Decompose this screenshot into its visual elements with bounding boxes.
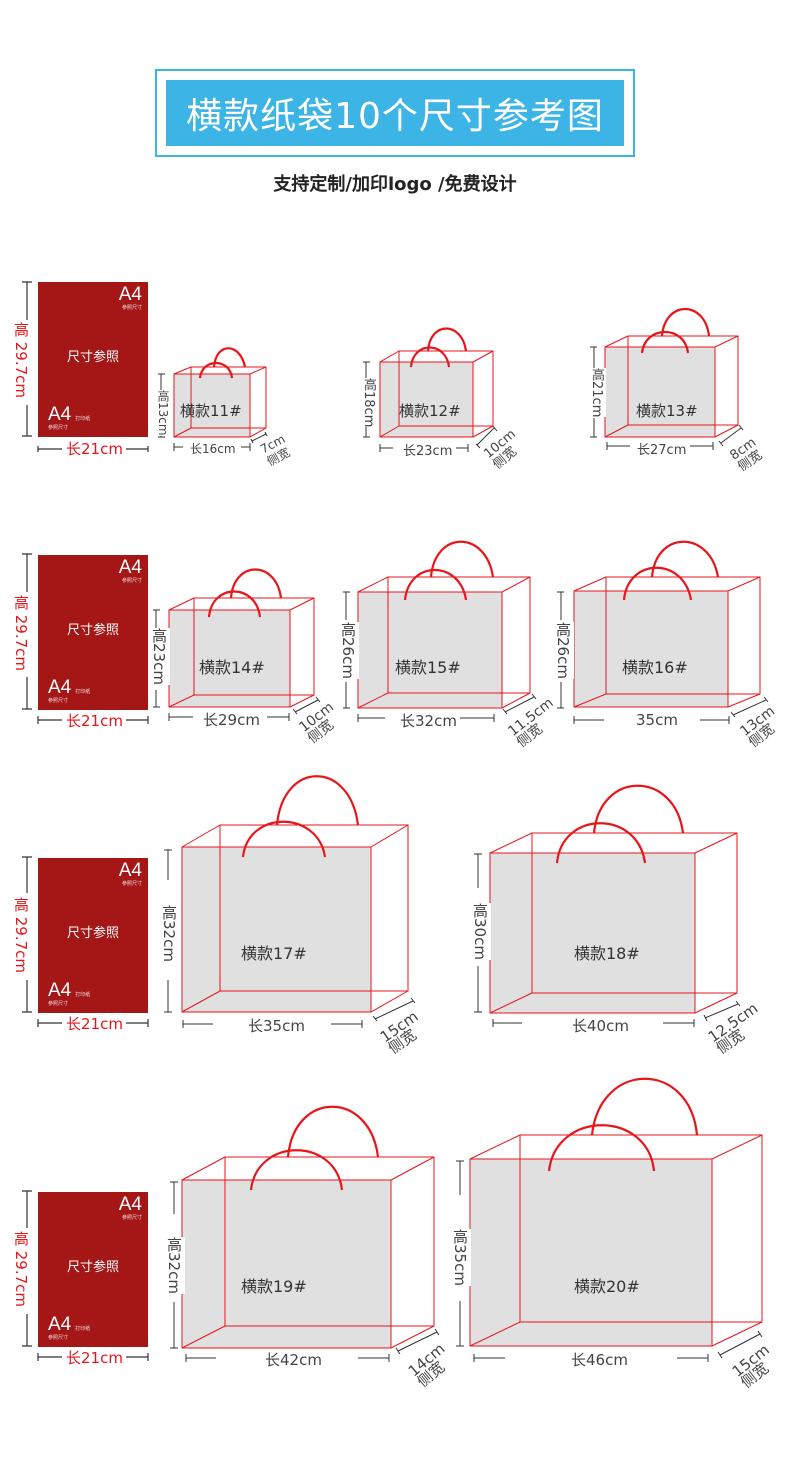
bag-15-height: 高26cm <box>338 622 359 679</box>
bag-17-length: 长35cm <box>248 1017 305 1035</box>
bag-17-name: 横款17# <box>241 944 307 963</box>
bag-11-height: 高13cm <box>155 390 172 436</box>
bag-18-length: 长40cm <box>572 1017 629 1035</box>
a4-height-label: 高 29.7cm <box>12 322 30 399</box>
bag-16-length: 35cm <box>636 711 678 729</box>
a4-bottom-sub: 参照尺寸 <box>48 1335 69 1341</box>
a4-bottom-tag: 打印纸 <box>75 992 91 998</box>
a4-top-sub: 参照尺寸 <box>121 305 142 311</box>
bag-15-length: 长32cm <box>400 712 457 730</box>
a4-width-label: 长21cm <box>64 710 125 731</box>
a4-bottom-sub: 参照尺寸 <box>48 425 69 431</box>
a4-bottom-sub: 参照尺寸 <box>48 1001 69 1007</box>
a4-top-label: A4 <box>118 557 142 578</box>
bag-19-length: 长42cm <box>265 1351 322 1369</box>
a4-top-sub: 参照尺寸 <box>121 881 142 887</box>
bag-17-height: 高32cm <box>159 905 180 962</box>
a4-ruler-row1 <box>22 281 149 452</box>
bag-19-name: 横款19# <box>241 1277 307 1296</box>
bag-12-name: 横款12# <box>399 402 461 420</box>
a4-center-text: 尺寸参照 <box>66 926 119 941</box>
a4-center-text: 尺寸参照 <box>66 350 119 365</box>
bag-13-length: 长27cm <box>637 443 687 458</box>
a4-bottom-label: A4 <box>48 677 72 698</box>
bag-14-name: 横款14# <box>199 658 265 677</box>
bag-19-drawing <box>170 1105 440 1362</box>
bag-20-drawing <box>456 1077 763 1362</box>
bag-18-height: 高30cm <box>470 903 491 960</box>
a4-width-label: 长21cm <box>64 1013 125 1034</box>
a4-center-text: 尺寸参照 <box>66 1260 119 1275</box>
a4-ruler-row3 <box>22 856 149 1027</box>
a4-height-label: 高 29.7cm <box>12 897 30 974</box>
bag-11-name: 横款11# <box>180 402 242 420</box>
bag-20-height: 高35cm <box>450 1229 471 1286</box>
bag-14-height: 高23cm <box>149 628 170 685</box>
bag-19-height: 高32cm <box>164 1237 185 1294</box>
a4-top-sub: 参照尺寸 <box>121 1215 142 1221</box>
a4-top-label: A4 <box>118 860 142 881</box>
bag-16-height: 高26cm <box>553 622 574 679</box>
bag-14-drawing <box>153 568 321 721</box>
a4-height-label: 高 29.7cm <box>12 595 30 672</box>
bag-14-length: 长29cm <box>203 711 260 729</box>
a4-width-label: 长21cm <box>64 438 125 459</box>
a4-top-sub: 参照尺寸 <box>121 578 142 584</box>
bag-13-height: 高21cm <box>587 368 606 418</box>
a4-bottom-tag: 打印纸 <box>75 689 91 695</box>
a4-top-label: A4 <box>118 1194 142 1215</box>
bag-16-name: 横款16# <box>622 658 688 677</box>
bag-17-drawing <box>164 775 416 1028</box>
title-banner-fill: 横款纸袋10个尺寸参考图 <box>166 80 624 146</box>
a4-center-text: 尺寸参照 <box>66 623 119 638</box>
a4-bottom-tag: 打印纸 <box>75 1326 91 1332</box>
bag-15-name: 横款15# <box>395 658 461 677</box>
a4-bottom-label: A4 <box>48 1314 72 1335</box>
a4-bottom-tag: 打印纸 <box>75 416 91 422</box>
bag-12-length: 长23cm <box>403 444 453 459</box>
bag-12-drawing <box>363 327 498 452</box>
a4-height-label: 高 29.7cm <box>12 1231 30 1308</box>
bag-20-length: 长46cm <box>571 1351 628 1369</box>
bag-13-name: 横款13# <box>636 402 698 420</box>
a4-bottom-label: A4 <box>48 404 72 425</box>
bag-15-drawing <box>343 540 537 722</box>
bag-16-drawing <box>557 540 769 724</box>
page-subtitle: 支持定制/加印logo /免费设计 <box>273 174 517 195</box>
bag-18-drawing <box>474 784 741 1027</box>
bag-18-name: 横款18# <box>574 944 640 963</box>
bag-13-drawing <box>590 308 744 450</box>
page-title: 横款纸袋10个尺寸参考图 <box>186 96 604 137</box>
a4-width-label: 长21cm <box>64 1347 125 1368</box>
a4-bottom-sub: 参照尺寸 <box>48 698 69 704</box>
a4-top-label: A4 <box>118 284 142 305</box>
bag-12-height: 高18cm <box>359 378 378 428</box>
bag-11-length: 长16cm <box>190 442 236 456</box>
bag-20-name: 横款20# <box>574 1277 640 1296</box>
title-banner: 横款纸袋10个尺寸参考图 <box>155 69 635 157</box>
a4-ruler-row4 <box>22 1190 149 1361</box>
a4-bottom-label: A4 <box>48 980 72 1001</box>
a4-ruler-row2 <box>22 553 149 724</box>
bag-11-drawing <box>158 347 268 451</box>
